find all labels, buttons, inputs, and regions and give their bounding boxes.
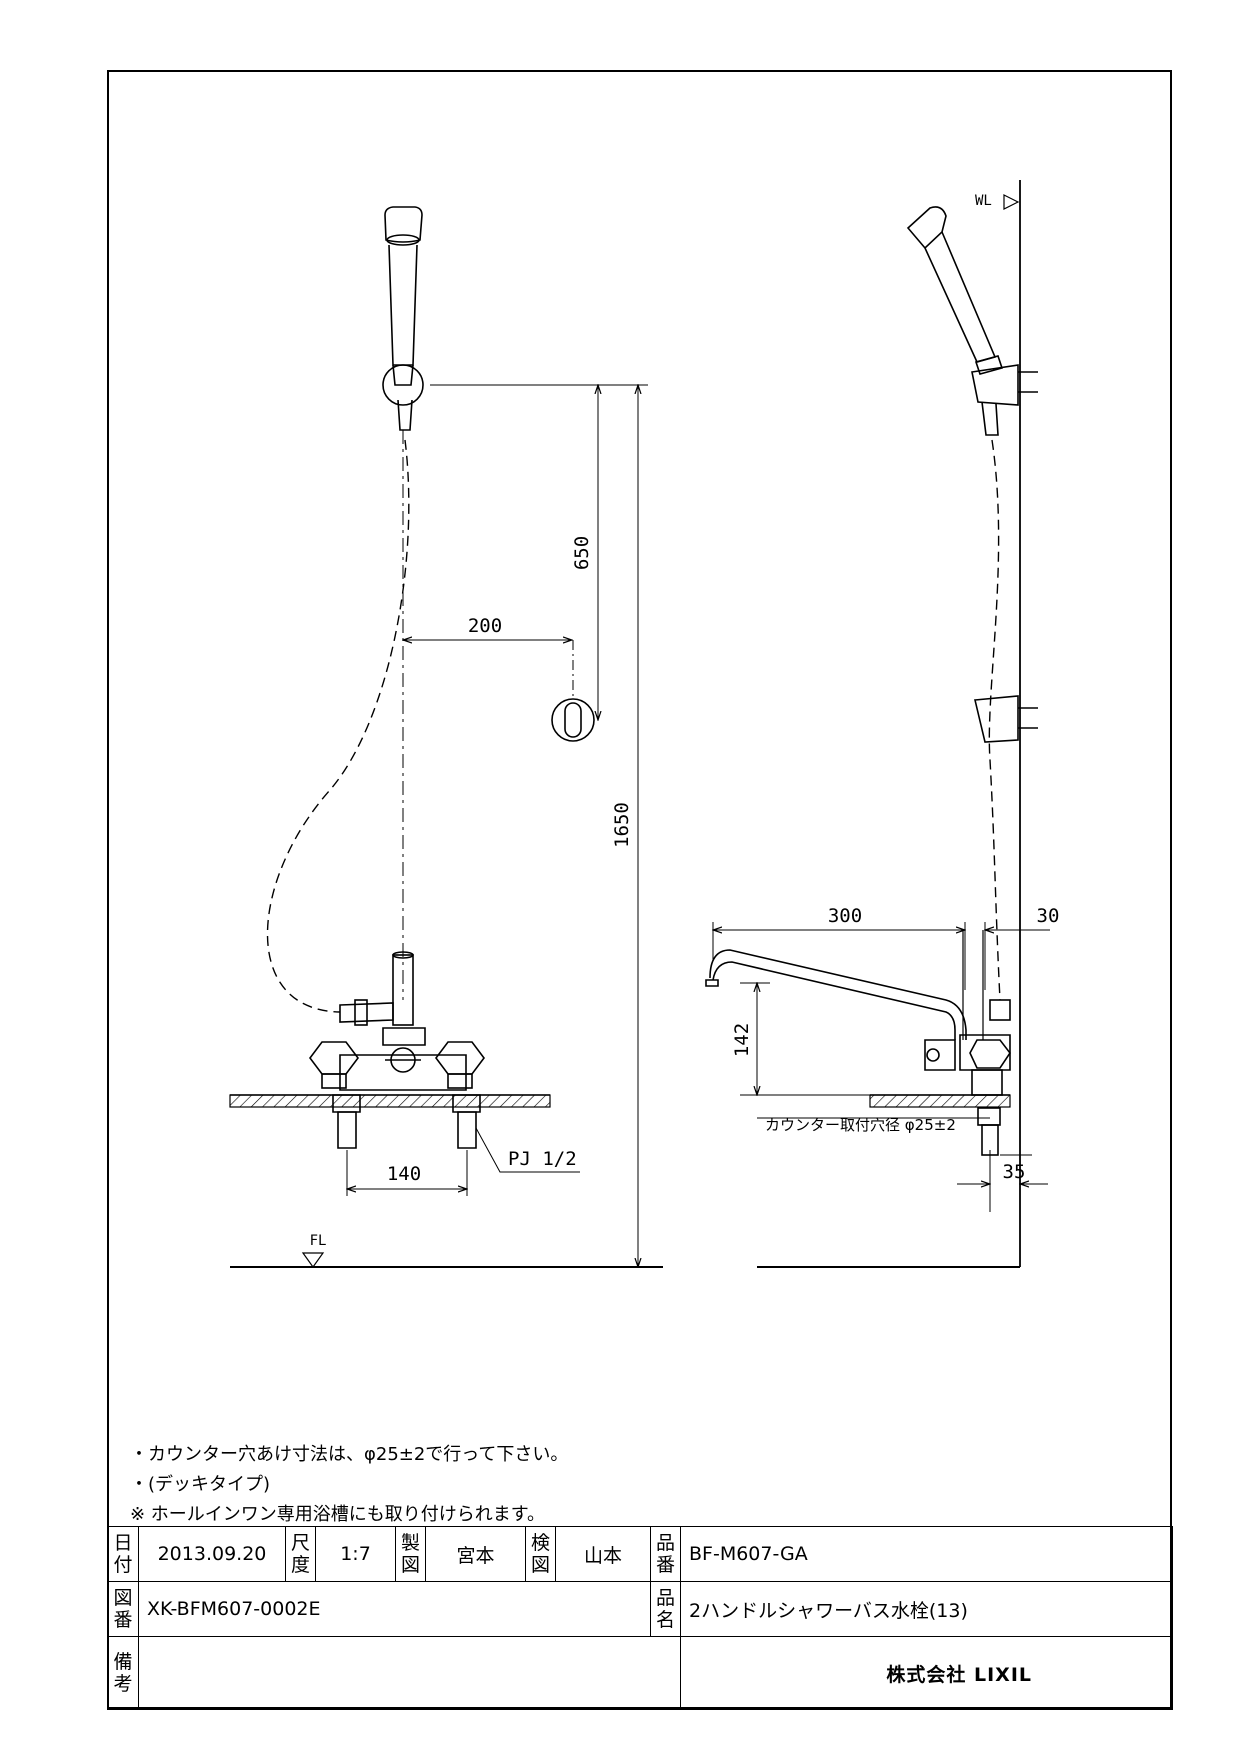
scale-label: 尺度	[285, 1526, 316, 1582]
note-line: ・(デッキタイプ)	[130, 1474, 271, 1495]
drawing-no-label: 図番	[107, 1581, 139, 1637]
dim-300-label: 300	[828, 905, 862, 927]
scale-value: 1:7	[315, 1526, 396, 1582]
floor-line-label: FL	[310, 1233, 327, 1249]
floor-mark-icon	[301, 1252, 325, 1269]
drawn-label: 製図	[395, 1526, 426, 1582]
dim-142-label: 142	[731, 1023, 753, 1057]
company-logo: 株式会社 LIXIL	[680, 1636, 1173, 1710]
thread-label: PJ 1/2	[508, 1148, 577, 1170]
counter-hole-label: カウンター取付穴径 φ25±2	[765, 1116, 956, 1134]
front-hose	[266, 439, 410, 1013]
remarks-label: 備考	[107, 1636, 139, 1710]
drawing-no-value: XK-BFM607-0002E	[138, 1581, 651, 1637]
front-shower-head	[382, 206, 424, 431]
note-line: ※ ホールインワン専用浴槽にも取り付けられます。	[130, 1504, 546, 1525]
product-name-label: 品名	[650, 1581, 681, 1637]
water-line-mark-icon	[1003, 194, 1020, 210]
title-block: 日付 2013.09.20 尺度 1:7 製図 宮本 検図 山本 品番 BF-M…	[107, 1526, 1173, 1710]
product-no-value: BF-M607-GA	[680, 1526, 1173, 1582]
side-spout	[705, 930, 1011, 1156]
dim-35-label: 35	[1003, 1161, 1026, 1183]
dim-140-label: 140	[387, 1163, 421, 1185]
thread-leader	[475, 1127, 580, 1173]
side-counter	[869, 1094, 1011, 1108]
note-line: ・カウンター穴あけ寸法は、φ25±2で行って下さい。	[130, 1444, 569, 1465]
side-hose	[988, 439, 1001, 1001]
product-name-value: 2ハンドルシャワーバス水栓(13)	[680, 1581, 1173, 1637]
water-line-label: WL	[975, 193, 992, 209]
front-wall-outlet	[551, 640, 595, 742]
remarks-value	[138, 1636, 681, 1710]
notes: ・カウンター穴あけ寸法は、φ25±2で行って下さい。 ・(デッキタイプ) ※ ホ…	[130, 1440, 568, 1530]
dim-200-label: 200	[468, 615, 502, 637]
dim-30-label: 30	[1037, 905, 1060, 927]
side-hook	[974, 695, 1038, 743]
checked-label: 検図	[525, 1526, 556, 1582]
checked-by-value: 山本	[555, 1526, 651, 1582]
side-shower-head	[906, 206, 1038, 436]
front-counter	[229, 1094, 551, 1108]
dim-1650-label: 1650	[611, 802, 633, 848]
drawn-by-value: 宮本	[425, 1526, 526, 1582]
front-faucet-body	[309, 951, 485, 1149]
dim-650-label: 650	[571, 536, 593, 570]
date-label: 日付	[107, 1526, 139, 1582]
date-value: 2013.09.20	[138, 1526, 286, 1582]
product-no-label: 品番	[650, 1526, 681, 1582]
